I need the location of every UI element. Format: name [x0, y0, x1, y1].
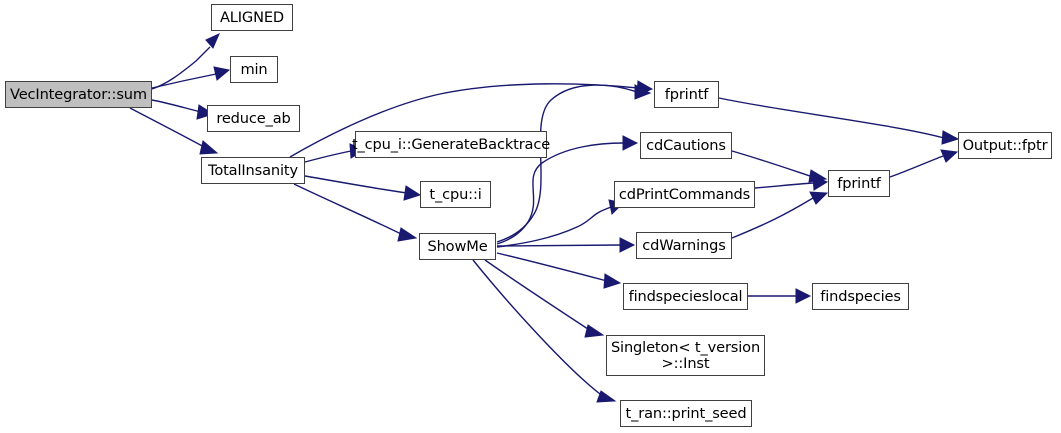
edge-cdcautions-to-fprintf — [731, 150, 814, 178]
edge-showme-to-printseed — [472, 259, 605, 398]
graph-node-label: findspecies — [820, 287, 901, 305]
edge-showme-to-findspclocal — [496, 252, 608, 282]
graph-node-root[interactable]: VecIntegrator::sum — [5, 81, 152, 108]
graph-node-totalinsan[interactable]: TotalInsanity — [201, 157, 305, 184]
edge-ti-to-tcpui — [304, 175, 408, 194]
graph-node-label: cdWarnings — [642, 236, 726, 254]
edge-root-to-totalinsanity — [129, 107, 207, 149]
graph-node-tcpui[interactable]: t_cpu::i — [420, 181, 491, 208]
edge-ti-to-tcpui-arrowhead — [403, 185, 422, 201]
edge-showme-to-cdwarnings-arrowhead — [619, 237, 636, 253]
graph-node-reduce_ab[interactable]: reduce_ab — [207, 105, 300, 132]
edge-showme-to-cdcautions-arrowhead — [622, 135, 639, 151]
edge-showme-to-fprintf-top — [496, 84, 638, 243]
graph-node-label: t_cpu::i — [429, 185, 482, 203]
edge-root-to-reduce-ab-arrowhead — [196, 104, 215, 120]
graph-node-outputfptr[interactable]: Output::fptr — [958, 132, 1052, 159]
edge-fprintf-top-to-fptr-arrowhead — [941, 130, 960, 145]
edge-ti-to-fprintf-top — [289, 83, 639, 158]
graph-node-findspecies[interactable]: findspecies — [812, 283, 909, 310]
graph-node-cdwarnings[interactable]: cdWarnings — [636, 232, 732, 259]
edge-showme-to-singleton-arrowhead — [584, 324, 605, 338]
edge-fprintf-top-to-fptr — [718, 97, 945, 139]
graph-node-singleton[interactable]: Singleton< t_version >::Inst — [606, 335, 765, 376]
graph-node-genbacktr[interactable]: t_cpu_i::GenerateBacktrace — [351, 131, 551, 158]
graph-node-printseed[interactable]: t_ran::print_seed — [620, 400, 752, 427]
edge-cdprintcmd-to-fprintf-arrowhead — [812, 175, 829, 191]
graph-node-label: ShowMe — [427, 237, 488, 255]
graph-node-findspclocal[interactable]: findspecieslocal — [623, 283, 748, 310]
graph-node-label: cdPrintCommands — [618, 185, 751, 203]
edge-root-to-reduce-ab — [151, 99, 202, 113]
edge-ti-to-showme — [293, 183, 404, 236]
graph-node-label: cdCautions — [646, 136, 726, 154]
edge-cdwarnings-to-fprintf — [731, 197, 814, 239]
graph-node-label: t_cpu_i::GenerateBacktrace — [351, 135, 551, 153]
graph-node-aligned[interactable]: ALIGNED — [211, 4, 293, 31]
edge-root-to-min — [151, 73, 217, 89]
graph-node-label: fprintf — [837, 174, 881, 192]
edge-root-to-aligned — [151, 46, 211, 90]
graph-node-label: ALIGNED — [219, 8, 285, 26]
graph-node-label: Singleton< t_version >::Inst — [610, 338, 761, 372]
edge-ti-to-genbacktrace — [304, 150, 352, 163]
graph-node-showme[interactable]: ShowMe — [419, 233, 496, 260]
edge-showme-to-singleton — [484, 259, 592, 332]
graph-node-label: VecIntegrator::sum — [10, 85, 147, 103]
edge-showme-to-findspclocal-arrowhead — [603, 273, 622, 289]
graph-node-label: Output::fptr — [962, 136, 1048, 154]
graph-node-fprintf_top[interactable]: fprintf — [654, 81, 719, 108]
edge-findspclocal-to-species-arrowhead — [795, 288, 812, 304]
edge-root-to-aligned-arrowhead — [205, 33, 220, 49]
edge-cdprintcmd-to-fprintf — [754, 182, 815, 189]
graph-node-label: min — [240, 60, 268, 78]
edge-showme-to-cdcautions — [496, 142, 624, 245]
edge-cdwarnings-to-fprintf-arrowhead — [809, 191, 829, 205]
edge-fprintf-mid-to-fptr — [889, 155, 944, 178]
graph-node-label: TotalInsanity — [208, 161, 298, 179]
graph-node-min[interactable]: min — [230, 56, 278, 83]
graph-node-label: fprintf — [664, 85, 709, 103]
edge-root-to-min-arrowhead — [213, 66, 231, 81]
edge-showme-to-cdprintcmd — [496, 206, 612, 248]
edge-ti-to-showme-arrowhead — [397, 227, 418, 242]
edge-showme-to-fprintf-top-arrowhead — [634, 84, 652, 100]
graph-node-fprintf_mid[interactable]: fprintf — [828, 170, 890, 197]
graph-node-cdcautions[interactable]: cdCautions — [640, 132, 732, 159]
edge-root-to-totalinsanity-arrowhead — [199, 140, 219, 155]
edge-showme-to-cdwarnings — [496, 244, 621, 247]
graph-node-label: reduce_ab — [216, 109, 291, 127]
graph-node-label: t_ran::print_seed — [625, 404, 747, 422]
graph-node-cdprintcmd[interactable]: cdPrintCommands — [614, 181, 755, 208]
edge-fprintf-mid-to-fptr-arrowhead — [940, 149, 959, 163]
edge-showme-to-printseed-arrowhead — [596, 390, 617, 403]
graph-node-label: findspecieslocal — [628, 287, 743, 305]
